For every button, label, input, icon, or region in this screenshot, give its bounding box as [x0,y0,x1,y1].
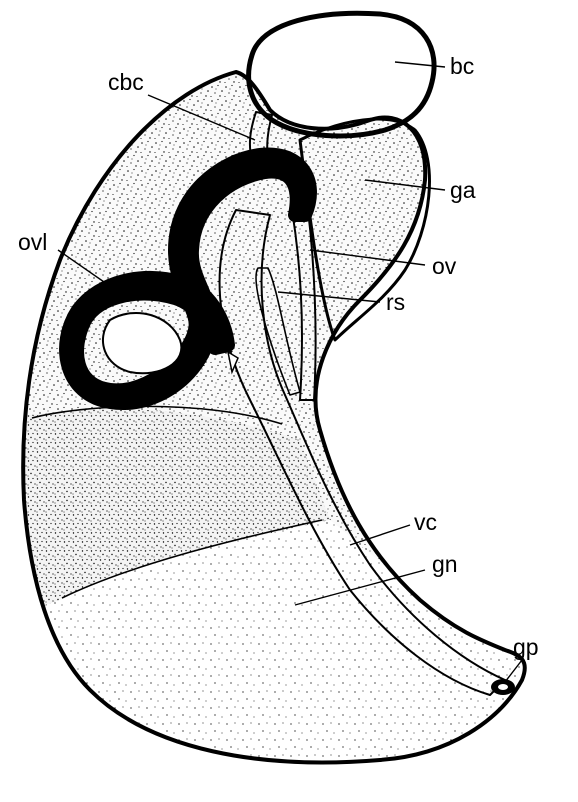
label-rs: rs [386,289,405,315]
label-vc: vc [414,509,437,535]
label-bc: bc [450,53,474,79]
label-ga: ga [450,177,476,203]
label-gp: gp [513,634,539,660]
label-gn: gn [432,551,458,577]
label-cbc: cbc [108,69,144,95]
label-ovl: ovl [18,229,47,255]
label-ov: ov [432,253,457,279]
gland-body [0,72,560,802]
leader-bc [395,62,445,67]
